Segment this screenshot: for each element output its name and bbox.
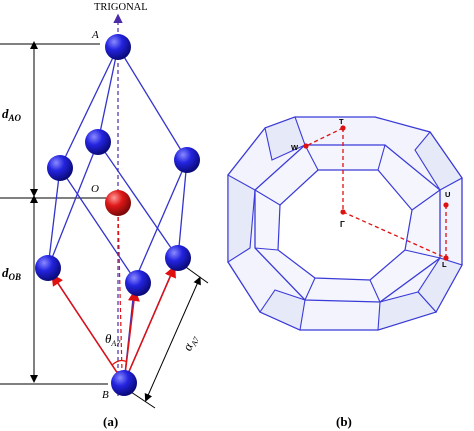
point-gamma-label: Γ bbox=[340, 220, 345, 229]
atom-lower-mid bbox=[125, 270, 151, 296]
theta-label: θA7 bbox=[105, 331, 121, 348]
panel-b-brillouin-zone: T W Γ U L (b) bbox=[227, 116, 463, 429]
d-ao-label: dAO bbox=[2, 106, 22, 123]
point-u-dot bbox=[443, 202, 449, 208]
point-b-label: B bbox=[102, 389, 109, 401]
bz-path-points bbox=[303, 125, 449, 261]
point-w-dot bbox=[303, 143, 309, 149]
atom-o-center bbox=[105, 190, 131, 216]
o-to-b-dashed bbox=[117, 209, 123, 373]
atom-upper-mid bbox=[85, 129, 111, 155]
d-ao-dimension bbox=[0, 41, 108, 385]
point-u-label: U bbox=[445, 190, 450, 199]
point-a-label: A bbox=[91, 29, 99, 41]
atom-upper-left bbox=[47, 155, 73, 181]
atom-a bbox=[105, 34, 131, 60]
atom-lower-left bbox=[35, 255, 61, 281]
atom-b bbox=[111, 370, 137, 396]
caption-b: (b) bbox=[336, 414, 352, 429]
point-w-label: W bbox=[291, 143, 299, 152]
point-t-dot bbox=[340, 125, 346, 131]
point-l-label: L bbox=[442, 260, 447, 269]
caption-a: (a) bbox=[103, 414, 118, 429]
atom-lower-right bbox=[165, 245, 191, 271]
alpha-dimension bbox=[127, 264, 209, 409]
point-l-dot bbox=[443, 255, 449, 261]
bz-path bbox=[305, 127, 447, 259]
d-ob-label: dOB bbox=[2, 265, 21, 282]
bz-side-faces bbox=[227, 116, 463, 331]
alpha-label: αA7 bbox=[179, 332, 201, 354]
theta-arc bbox=[111, 359, 128, 366]
bond-vectors bbox=[51, 265, 176, 384]
panel-a-rhombohedral-cell: TRIGONAL A O B dAO dOB θA7 αA7 (a) bbox=[0, 2, 209, 429]
atom-upper-right bbox=[174, 147, 200, 173]
point-t-label: T bbox=[339, 117, 344, 126]
point-o-label: O bbox=[91, 183, 99, 195]
point-gamma-dot bbox=[340, 209, 346, 215]
bz-ring-connectors bbox=[254, 144, 441, 303]
trigonal-label: TRIGONAL bbox=[94, 2, 148, 13]
